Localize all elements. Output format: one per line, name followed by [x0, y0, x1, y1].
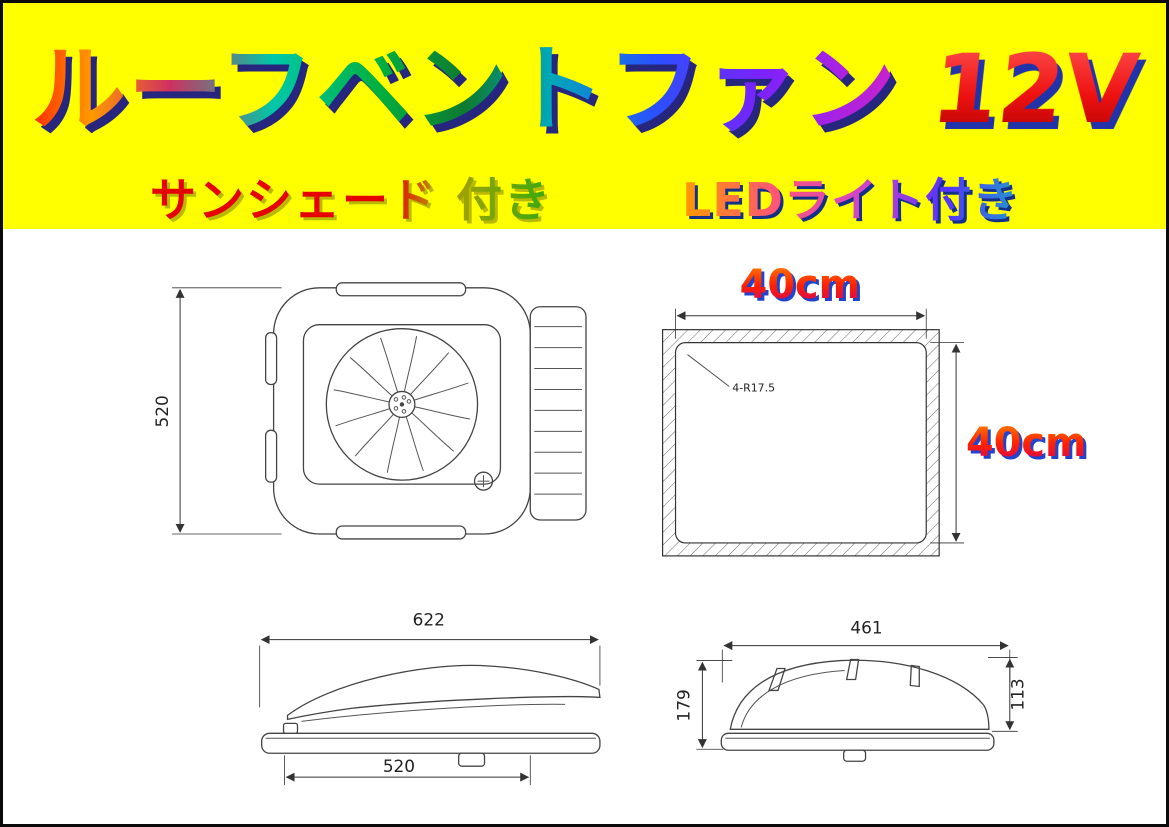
dim-side-rear-lid-height: 113 — [1008, 678, 1028, 710]
dim-side-rear-height: 179 — [673, 689, 693, 721]
left-hinge-lower — [264, 429, 278, 483]
dim-cutout-width-shadow: 40cm — [743, 265, 863, 311]
left-hinge-upper — [264, 332, 278, 386]
dim-side-rear-width: 461 — [850, 618, 882, 638]
vent-slot — [909, 664, 920, 688]
fan-ring — [325, 328, 479, 481]
corner-radius-note: 4-R17.5 — [732, 381, 775, 394]
side-view-front-drawing: 622 520 — [259, 610, 601, 786]
sunshade-feature-label: サンシェード 付き — [150, 164, 552, 229]
voltage-label: 12V — [926, 35, 1144, 145]
bottom-latch — [335, 525, 467, 540]
dim-side-front-width: 622 — [413, 610, 445, 630]
dim-cutout-width: 40cm — [740, 262, 860, 308]
drain-tab — [843, 749, 867, 762]
vent-slot — [845, 658, 860, 681]
dim-cutout-height: 40cm — [966, 420, 1086, 466]
cutout-dimensions-drawing: 40cm 40cm 40cm 40cm 4-R17.5 — [662, 262, 1089, 557]
header-banner: ルーフベントファン 12V サンシェード 付き LEDライト付き — [3, 3, 1166, 229]
knob — [473, 471, 494, 491]
top-latch — [335, 282, 467, 297]
top-view-drawing: 520 — [152, 282, 587, 540]
side-grille — [529, 306, 587, 521]
technical-drawing-area: 520 — [3, 229, 1166, 824]
vent-slot — [768, 667, 786, 692]
dim-top-view-height: 520 — [152, 395, 172, 427]
dim-side-front-inner-width: 520 — [383, 756, 415, 776]
subtitle-row: サンシェード 付き LEDライト付き — [3, 164, 1166, 229]
technical-drawings: 520 — [152, 262, 1089, 786]
drain-tab — [458, 752, 486, 767]
page-title: ルーフベントファン — [31, 13, 898, 150]
hinge — [282, 722, 299, 734]
dim-cutout-height-shadow: 40cm — [969, 423, 1089, 469]
title-line: ルーフベントファン 12V — [3, 3, 1166, 150]
side-view-rear-drawing: 461 179 — [673, 618, 1028, 762]
led-feature-label: LEDライト付き — [682, 164, 1019, 229]
